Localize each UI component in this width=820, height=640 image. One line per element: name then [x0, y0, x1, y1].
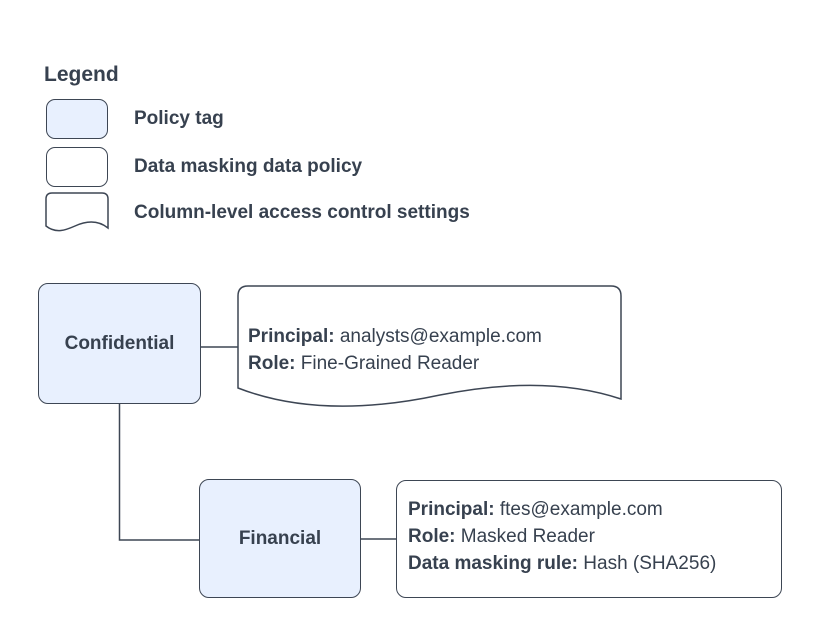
policy-principal-line: Principal: ftes@example.com [408, 496, 716, 523]
policy-tag-financial: Financial [199, 479, 361, 598]
legend-policy-tag-swatch [46, 99, 108, 139]
policy-principal-label: Principal: [408, 499, 495, 520]
legend-access-control-settings-label: Column-level access control settings [134, 202, 470, 223]
policy-principal-value: ftes@example.com [499, 499, 663, 520]
legend-title: Legend [44, 63, 119, 86]
policy-tag-confidential: Confidential [38, 283, 201, 404]
data-masking-policy-box [396, 480, 782, 598]
connector-confidential-to-financial [118, 404, 199, 541]
data-masking-policy-text: Principal: ftes@example.com Role: Masked… [408, 496, 716, 577]
settings-role-line: Role: Fine-Grained Reader [248, 350, 542, 377]
policy-role-line: Role: Masked Reader [408, 523, 716, 550]
settings-role-label: Role: [248, 353, 296, 374]
settings-principal-value: analysts@example.com [339, 326, 542, 347]
policy-masking-rule-line: Data masking rule: Hash (SHA256) [408, 550, 716, 577]
legend-access-control-settings-swatch [45, 192, 109, 232]
settings-principal-label: Principal: [248, 326, 335, 347]
access-control-settings-document-shape [237, 285, 622, 407]
access-control-settings-text: Principal: analysts@example.com Role: Fi… [248, 323, 542, 377]
policy-masking-rule-label: Data masking rule: [408, 553, 578, 574]
settings-role-value: Fine-Grained Reader [300, 353, 480, 374]
legend-data-masking-policy-swatch [46, 147, 108, 187]
legend-data-masking-policy-label: Data masking data policy [134, 156, 363, 177]
policy-masking-rule-value: Hash (SHA256) [583, 553, 717, 574]
settings-principal-line: Principal: analysts@example.com [248, 323, 542, 350]
policy-tag-confidential-label: Confidential [64, 332, 175, 354]
policy-role-value: Masked Reader [460, 526, 595, 547]
policy-role-label: Role: [408, 526, 456, 547]
legend-policy-tag-label: Policy tag [134, 108, 224, 129]
legend-document-shape [45, 192, 109, 232]
policy-tag-financial-label: Financial [238, 527, 322, 549]
